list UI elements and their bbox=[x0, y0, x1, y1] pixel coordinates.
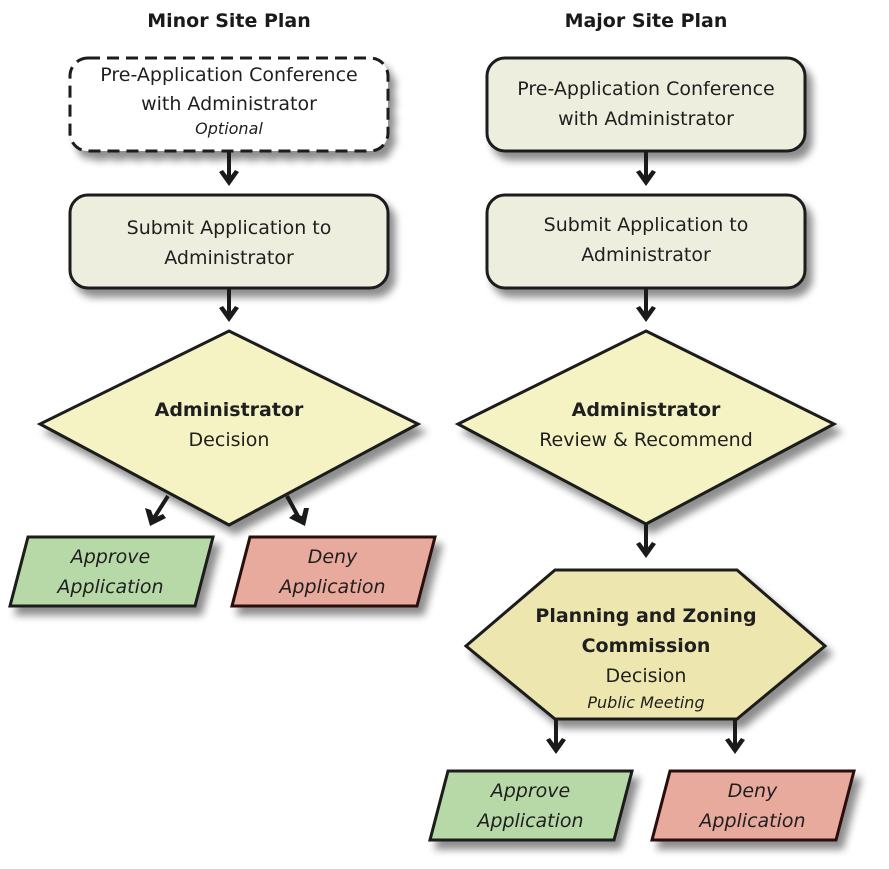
major-commission-label: Planning and Zoning Commission Decision … bbox=[487, 601, 805, 715]
major-approve-parallelogram bbox=[428, 769, 634, 842]
major-deny-line2: Application bbox=[699, 810, 806, 832]
minor-deny-line1: Deny bbox=[307, 546, 358, 568]
minor-approve-line1: Approve bbox=[70, 546, 151, 568]
minor-pre-application-label: Pre-Application Conference with Administ… bbox=[70, 60, 388, 140]
minor-pre-app-line2: with Administrator bbox=[141, 93, 317, 115]
major-submit-line1: Submit Application to bbox=[543, 214, 749, 236]
major-site-plan-title: Major Site Plan bbox=[564, 10, 728, 32]
major-commission-public-meeting-note: Public Meeting bbox=[587, 693, 705, 712]
major-submit-line2: Administrator bbox=[581, 244, 711, 266]
minor-submit-line2: Administrator bbox=[164, 247, 294, 269]
major-review-bold: Administrator bbox=[571, 399, 721, 421]
major-deny-parallelogram bbox=[650, 769, 856, 842]
minor-site-plan-title: Minor Site Plan bbox=[147, 10, 311, 32]
major-approve-label: Approve Application bbox=[438, 776, 623, 836]
minor-decision-bold: Administrator bbox=[154, 399, 304, 421]
minor-arrow-2 bbox=[219, 288, 239, 322]
minor-pre-app-line1: Pre-Application Conference bbox=[100, 64, 358, 86]
major-deny-label: Deny Application bbox=[660, 776, 845, 836]
minor-submit-label: Submit Application to Administrator bbox=[70, 213, 388, 273]
major-arrow-deny bbox=[725, 719, 745, 754]
major-commission-bold1: Planning and Zoning bbox=[535, 605, 757, 627]
minor-deny-line2: Application bbox=[279, 576, 386, 598]
minor-submit-line1: Submit Application to bbox=[126, 217, 332, 239]
major-review-label: Administrator Review & Recommend bbox=[487, 395, 805, 455]
major-arrow-approve bbox=[546, 719, 566, 754]
major-arrow-1 bbox=[636, 151, 656, 186]
minor-decision-label: Administrator Decision bbox=[70, 395, 388, 455]
major-approve-line1: Approve bbox=[490, 780, 571, 802]
major-approve-line2: Application bbox=[477, 810, 584, 832]
minor-arrow-approve bbox=[145, 494, 170, 526]
minor-decision-diamond bbox=[36, 329, 422, 527]
minor-pre-app-optional-note: Optional bbox=[195, 119, 263, 138]
major-arrow-2 bbox=[636, 288, 656, 322]
major-commission-bold2: Commission bbox=[581, 635, 711, 657]
major-pre-app-line2: with Administrator bbox=[558, 108, 734, 130]
major-pre-app-line1: Pre-Application Conference bbox=[517, 78, 775, 100]
major-pre-application-label: Pre-Application Conference with Administ… bbox=[487, 74, 805, 134]
minor-decision-line2: Decision bbox=[188, 429, 270, 451]
minor-deny-label: Deny Application bbox=[240, 542, 425, 602]
major-commission-line3: Decision bbox=[605, 665, 687, 687]
major-review-line2: Review & Recommend bbox=[539, 429, 753, 451]
minor-deny-parallelogram bbox=[230, 535, 437, 608]
minor-approve-label: Approve Application bbox=[18, 542, 203, 602]
minor-approve-line2: Application bbox=[57, 576, 164, 598]
minor-arrow-1 bbox=[219, 151, 239, 186]
major-arrow-3 bbox=[636, 524, 656, 558]
major-deny-line1: Deny bbox=[727, 780, 778, 802]
major-submit-label: Submit Application to Administrator bbox=[487, 210, 805, 270]
minor-arrow-deny bbox=[285, 495, 309, 526]
minor-approve-parallelogram bbox=[8, 535, 215, 608]
